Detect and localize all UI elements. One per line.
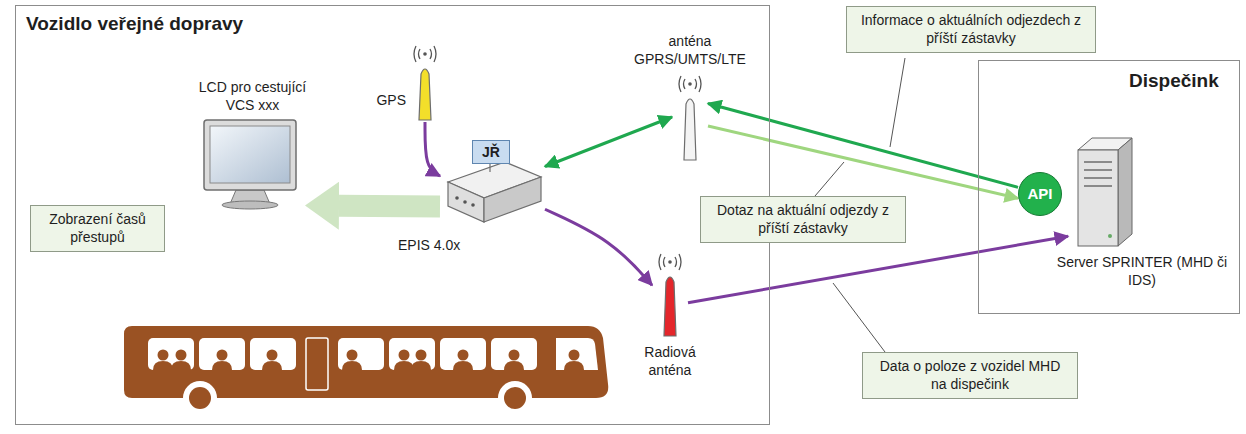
node-label: GPS bbox=[376, 92, 406, 110]
server-icon: Server SPRINTER (MHD či IDS) bbox=[1068, 130, 1134, 248]
bus-silhouette bbox=[124, 326, 608, 415]
display-arrow bbox=[339, 195, 440, 218]
node-label: Data o poloze z vozidel MHD na dispečink bbox=[871, 358, 1069, 393]
node-label: API bbox=[1019, 173, 1061, 215]
router-icon bbox=[448, 162, 541, 222]
query-arrow bbox=[708, 126, 1018, 198]
node-label: LCD pro cestující VCS xxx bbox=[192, 79, 313, 114]
gprs-antenna bbox=[679, 76, 701, 160]
node-label: Zobrazení časů přestupů bbox=[39, 211, 156, 246]
server-icon bbox=[1078, 138, 1132, 246]
gps-antenna: GPS bbox=[410, 42, 440, 122]
callout-box: Zobrazení časů přestupů bbox=[30, 205, 165, 252]
lcd-monitor: LCD pro cestující VCS xxx bbox=[200, 118, 305, 210]
position-data-arrow bbox=[688, 236, 1068, 303]
node-label: Informace o aktuálních odjezdech z příšt… bbox=[855, 12, 1087, 47]
gps-antenna bbox=[414, 46, 436, 120]
node-label: Server SPRINTER (MHD či IDS) bbox=[1056, 254, 1228, 289]
node-label: JŘ bbox=[472, 140, 510, 164]
gprs-antenna: anténa GPRS/UMTS/LTE bbox=[672, 72, 708, 162]
position-link bbox=[425, 122, 440, 176]
callout-box: Dotaz na aktuální odjezdy z příští zásta… bbox=[700, 196, 906, 243]
radio-link bbox=[545, 209, 652, 285]
node-label: Radiová anténa bbox=[628, 344, 712, 379]
monitor-icon bbox=[204, 120, 296, 209]
dispatch-panel: DispečinkAPIServer SPRINTER (MHD či IDS) bbox=[978, 60, 1240, 314]
response-arrow bbox=[708, 104, 1018, 188]
node-caption: EPIS 4.0x bbox=[398, 237, 460, 255]
api-circle: API bbox=[1018, 172, 1062, 216]
callout-box: Informace o aktuálních odjezdech z příšt… bbox=[846, 6, 1096, 53]
data-link bbox=[545, 117, 672, 167]
node-label: Vozidlo veřejné dopravy bbox=[26, 12, 243, 36]
radio-antenna bbox=[659, 254, 681, 336]
node-label: Dispečink bbox=[1129, 69, 1219, 93]
node-label: anténa GPRS/UMTS/LTE bbox=[624, 33, 756, 68]
epis-unit: JŘEPIS 4.0x bbox=[440, 138, 545, 233]
vehicle-panel: Vozidlo veřejné dopravyLCD pro cestující… bbox=[15, 5, 770, 425]
callout-box: Data o poloze z vozidel MHD na dispečink bbox=[862, 352, 1078, 399]
radio-antenna: Radiová anténa bbox=[652, 250, 688, 338]
node-label: Dotaz na aktuální odjezdy z příští zásta… bbox=[709, 202, 897, 237]
